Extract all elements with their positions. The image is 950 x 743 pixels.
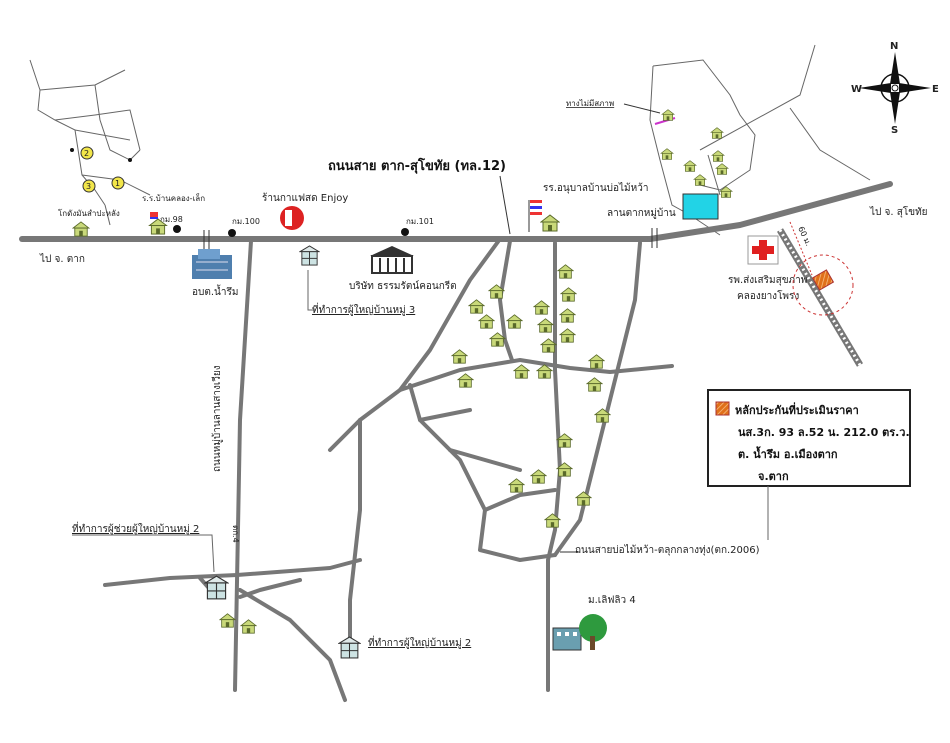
legend-line3: จ.ตาก: [758, 470, 789, 483]
highway-road-east: [647, 181, 893, 242]
svg-text:2: 2: [84, 149, 89, 158]
km-101-label: กม.101: [406, 217, 434, 226]
legend-title: หลักประกันที่ประเมินราคา: [735, 402, 859, 417]
village-lanes-topleft: [29, 59, 151, 226]
no-access-label: ทางไม่มีสภาพ: [566, 99, 614, 108]
km-100-label: กม.100: [232, 217, 260, 226]
south-road-label: ถนนสายบ่อไม้หว้า-ตลุกกลางทุ่ง(ตก.2006): [575, 544, 760, 556]
asst-office-2-label: ที่ทำการผู้ช่วยผู้ใหญ่บ้านหมู่ 2: [72, 521, 199, 535]
tambon-office-icon: [192, 249, 232, 279]
svg-text:3: 3: [86, 182, 91, 191]
village3-office-label: ที่ทำการผู้ใหญ่บ้านหมู่ 3: [312, 302, 415, 316]
legend-line2: ต. น้ำรึม อ.เมืองตาก: [738, 446, 838, 461]
hospital-label: รพ.ส่งเสริมสุขภาพ: [728, 275, 807, 286]
distance-label: 60 ม.: [796, 225, 813, 247]
road-break-markers: [203, 228, 658, 250]
km-markers: กม.98 กม.100 กม.101: [160, 215, 434, 237]
resort-label: ม.เลิฟลิว 4: [588, 595, 636, 606]
resort-icon: [552, 614, 607, 651]
compass-s: S: [891, 125, 898, 136]
asst-office-2-icon: [204, 575, 229, 600]
school-top-icon: [149, 212, 167, 235]
legend-box: หลักประกันที่ประเมินราคา นส.3ก. 93 ล.52 …: [707, 389, 911, 540]
village2-office-label: ที่ทำการผู้ใหญ่บ้านหมู่ 2: [368, 635, 471, 649]
compass-w: W: [851, 84, 862, 95]
kindergarten-label: รร.อนุบาลบ้านบ่อไม้หว้า: [543, 182, 648, 194]
village-yard-label: ลานตากหมู่บ้าน: [607, 207, 676, 219]
numbered-markers: 2 3 1: [70, 146, 132, 193]
west-road-code-label: ตก.4: [231, 525, 240, 543]
km-98-label: กม.98: [160, 215, 183, 224]
company-label: บริษัท ธรรมรัตน์คอนกรีต: [349, 280, 457, 292]
cafe-label: ร้านกาแฟสด Enjoy: [262, 192, 348, 204]
cafe-icon: [280, 206, 304, 230]
village-yard-icon: [682, 193, 719, 220]
site-marker: [811, 269, 835, 291]
svg-text:1: 1: [115, 179, 120, 188]
highway-title: ถนนสาย ตาก-สุโขทัย (ทล.12): [328, 157, 506, 174]
to-sukhothai-label: ไป จ. สุโขทัย: [869, 205, 928, 218]
site-radius-circle: [792, 254, 854, 316]
compass-e: E: [932, 84, 939, 95]
legend-line1: นส.3ก. 93 ล.52 น. 212.0 ตร.ว.: [738, 426, 910, 439]
village3-office-icon: [299, 245, 320, 266]
legend-swatch: [715, 401, 730, 416]
compass-n: N: [890, 41, 898, 52]
secondary-roads: [103, 237, 674, 702]
to-tak-label: ไป จ. ตาก: [39, 253, 85, 265]
east-side-road: [776, 228, 864, 367]
company-icon: [370, 246, 414, 274]
village2-office-icon: [338, 636, 361, 659]
cassava-yard-icon: [72, 221, 90, 237]
kindergarten-icon: [528, 200, 560, 232]
school-top-label: ร.ร.บ้านคลอง-เล็ก: [142, 193, 205, 203]
hospital-label-2: คลองยางโพรง: [737, 289, 799, 302]
cassava-yard-label: โกดังมันสำปะหลัง: [58, 208, 120, 218]
hospital-icon: [747, 235, 779, 265]
tambon-office-label: อบต.น้ำรึม: [192, 284, 238, 298]
compass-rose: N E S W: [851, 41, 939, 136]
west-road-label: ถนนหมู่บ้านลานสางเวียง: [211, 365, 223, 472]
